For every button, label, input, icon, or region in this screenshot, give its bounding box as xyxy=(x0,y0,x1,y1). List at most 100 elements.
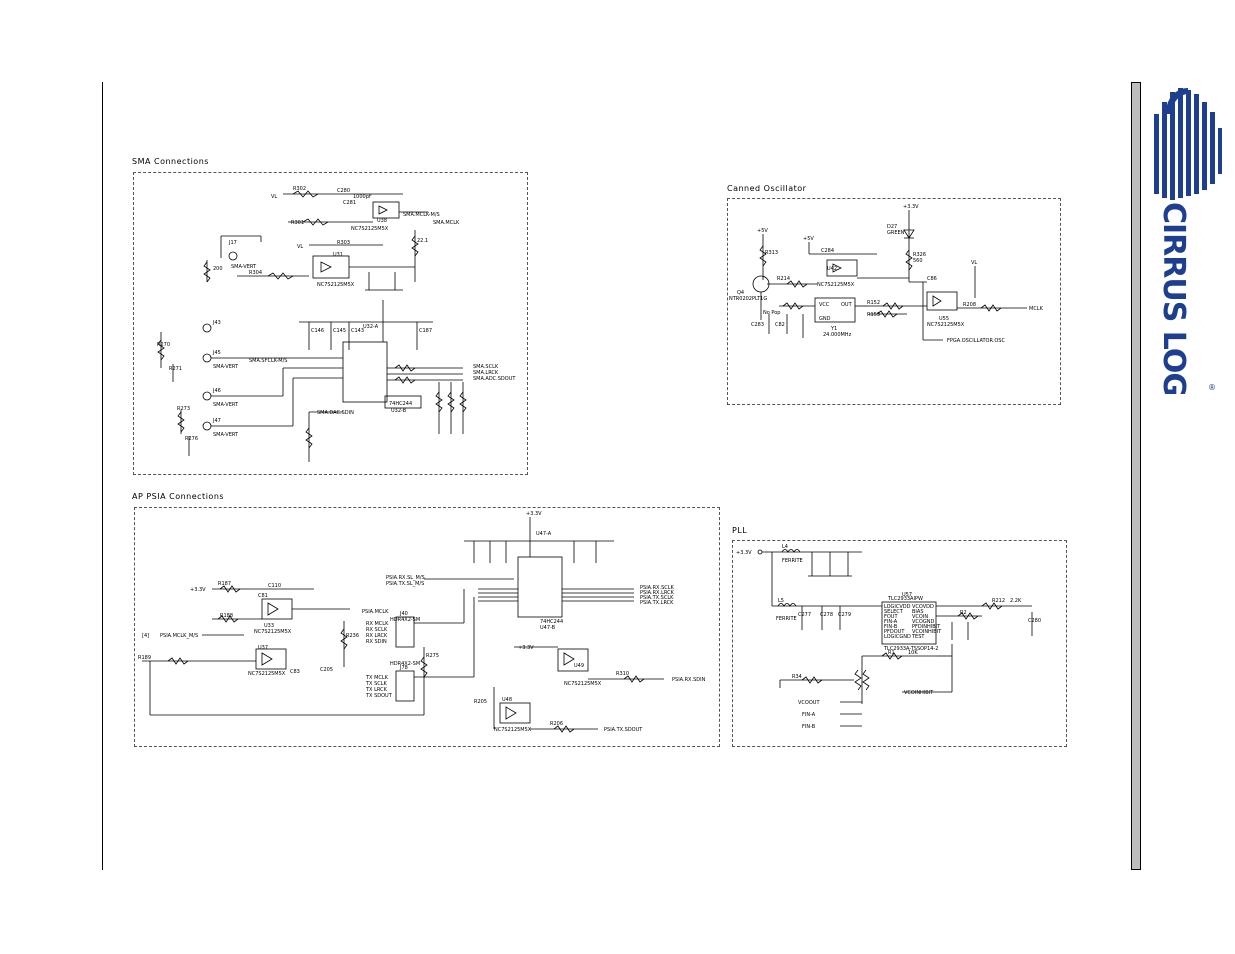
sma-vl2-label: VL xyxy=(297,244,303,250)
fin-b-net: FIN-B xyxy=(802,724,816,730)
d27-part: GREEN xyxy=(887,230,905,236)
pin-l-1: SELECT xyxy=(884,609,904,615)
r304-label: R304 xyxy=(249,270,262,276)
psia-rx-lrck-net: PSIA.RX.LRCK xyxy=(640,590,675,596)
r206-label: R206 xyxy=(550,721,563,727)
psia-tx-sdout-net: PSIA.TX.SDOUT xyxy=(604,727,643,733)
osc-p33: +3.3V xyxy=(903,204,919,210)
c283-label: C283 xyxy=(751,322,764,328)
r153-label: R153 xyxy=(867,312,880,318)
u33-part: NC7S2125M5X xyxy=(254,629,292,635)
j17-label: J17 xyxy=(228,240,237,246)
r152-label: R152 xyxy=(867,300,880,306)
r303-label: R303 xyxy=(337,240,350,246)
u38-label: U38 xyxy=(377,218,387,224)
sma-schematic: VL R302 R301 C280 1000pF C281 U38 NC7S21… xyxy=(157,186,516,462)
psia-section-title: AP PSIA Connections xyxy=(132,492,225,501)
pin-l-0: LOGICVDD xyxy=(884,604,911,610)
l5-label: L5 xyxy=(778,598,784,604)
u55-part: NC7S2125M5X xyxy=(927,322,965,328)
r1-label: R1 xyxy=(888,650,895,656)
left-border-line xyxy=(102,82,103,870)
r187-label: R187 xyxy=(218,581,231,587)
title-block-bar xyxy=(1131,82,1141,870)
c82-label: C82 xyxy=(775,322,785,328)
psia-rx-sclk-net: PSIA.RX.SCLK xyxy=(640,585,675,591)
osc-frame xyxy=(727,198,1061,405)
u31-part: NC7S2125M5X xyxy=(317,282,355,288)
r34-label: R34 xyxy=(792,674,802,680)
j47-label: J47 xyxy=(212,418,221,424)
vcoinhibit-net: VCOINHIBIT xyxy=(904,690,934,696)
u47-part: 74HC244 xyxy=(540,619,563,625)
q4-part: NTR0202PLT1G xyxy=(729,296,767,302)
r270-label: R270 xyxy=(157,342,170,348)
tx-sclk-label: TX SCLK xyxy=(365,681,388,687)
rx-sdin-label: RX SDIN xyxy=(366,639,387,645)
u31-label: U31 xyxy=(333,252,343,258)
rx-lrck-label: RX LRCK xyxy=(366,633,388,639)
c278-label: C278 xyxy=(820,612,833,618)
osc-p5a: +5V xyxy=(757,228,768,234)
r212-value: 2.2K xyxy=(1010,598,1022,604)
sma-vl-label: VL xyxy=(271,194,277,200)
psia-frame xyxy=(134,507,720,747)
u57-part: TLC2933AIPW xyxy=(887,596,923,602)
pll-p33: +3.3V xyxy=(736,550,752,556)
cirrus-logic-logo: CIRRUS LOGIC ® xyxy=(1148,84,1226,427)
r302-label: R302 xyxy=(293,186,306,192)
c279-label: C279 xyxy=(838,612,851,618)
y1-freq: 24.000MHz xyxy=(823,332,852,338)
r301-label: R301 xyxy=(291,220,304,226)
r208-label: R208 xyxy=(963,302,976,308)
psia-mclk-net: PSIA.MCLK xyxy=(362,609,389,615)
c143-label: C143 xyxy=(351,328,364,334)
psia-tx-sl-net: PSIA.TX.SL_M/S xyxy=(386,581,424,587)
pin-r-5: VCOINHIBIT xyxy=(912,629,942,635)
rx-sclk-label: RX SCLK xyxy=(366,627,388,633)
c277-label: C277 xyxy=(798,612,811,618)
q4-label: Q4 xyxy=(737,290,744,296)
pin-r-1: BIAS xyxy=(912,609,924,615)
c280-value: 1000pF xyxy=(353,194,372,200)
u48-part: NC7S2125M5X xyxy=(494,727,532,733)
c280-label: C280 xyxy=(337,188,350,194)
c81-label: C81 xyxy=(258,593,268,599)
ferrite-label: FERRITE xyxy=(782,558,803,564)
pin-r-2: VCOIN xyxy=(912,614,928,620)
fpga-osc-net: FPGA.OSCILLATOR.OSC xyxy=(947,338,1005,344)
r275-label: R275 xyxy=(426,653,439,659)
r189-label: R189 xyxy=(138,655,151,661)
c284-label: C284 xyxy=(821,248,834,254)
r236-label: R236 xyxy=(346,633,359,639)
psia-schematic: +3.3V R187 C110 C81 R188 U33 NC7S2125M5X… xyxy=(138,511,706,733)
tx-mclk-label: TX MCLK xyxy=(365,675,389,681)
r304-value: 200 xyxy=(213,266,223,272)
sma-lrck-net: SMA.LRCK xyxy=(473,370,499,376)
j43-label: J43 xyxy=(212,320,221,326)
mclk-net: MCLK xyxy=(1029,306,1044,312)
r271-label: R271 xyxy=(169,366,182,372)
u37-label: U37 xyxy=(258,645,268,651)
y1-gnd: GND xyxy=(819,316,831,322)
pin-r-0: VCOVDD xyxy=(912,604,934,610)
r214-label: R214 xyxy=(777,276,790,282)
pin-l-3: FIN-A xyxy=(884,619,898,625)
psia-rx-sdin-net: PSIA.RX.SDIN xyxy=(672,677,706,683)
y1-label: Y1 xyxy=(830,326,837,332)
r310-label: R310 xyxy=(616,671,629,677)
vcoout-net: VCOOUT xyxy=(798,700,820,706)
pin-r-6: TEST xyxy=(911,634,925,640)
c280-label: C280 xyxy=(1028,618,1041,624)
logo-graphic: CIRRUS LOGIC ® xyxy=(1154,88,1222,427)
u48-label: U48 xyxy=(502,697,512,703)
tx-sdout-label: TX SDOUT xyxy=(365,693,393,699)
pin-r-3: VCOGND xyxy=(912,619,934,625)
u49-label: U49 xyxy=(574,663,584,669)
y1-vcc: VCC xyxy=(819,302,830,308)
pll-section-title: PLL xyxy=(732,526,748,535)
d27-label: D27 xyxy=(887,224,897,230)
pin-l-2: FOUT xyxy=(884,614,898,620)
osc-schematic: +3.3V +5V +5V D27 GREEN R313 R326 560 R2… xyxy=(729,204,1044,344)
u49-part: NC7S2125M5X xyxy=(564,681,602,687)
